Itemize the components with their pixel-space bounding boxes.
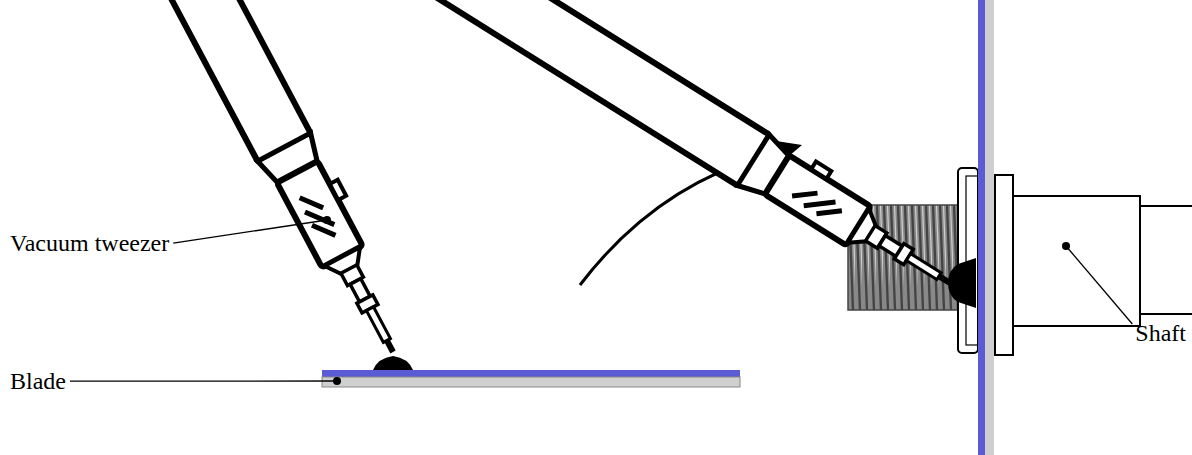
part-label: Blade	[10, 368, 66, 394]
part-label: Vacuum tweezer	[10, 230, 169, 256]
leader-dot	[333, 377, 341, 385]
leader-line	[70, 380, 337, 381]
part-label: Shaft	[1135, 320, 1186, 346]
leader-dot	[323, 216, 331, 224]
leader-line	[173, 220, 327, 243]
leader-dot	[1062, 242, 1070, 250]
leader-line	[1066, 246, 1132, 324]
